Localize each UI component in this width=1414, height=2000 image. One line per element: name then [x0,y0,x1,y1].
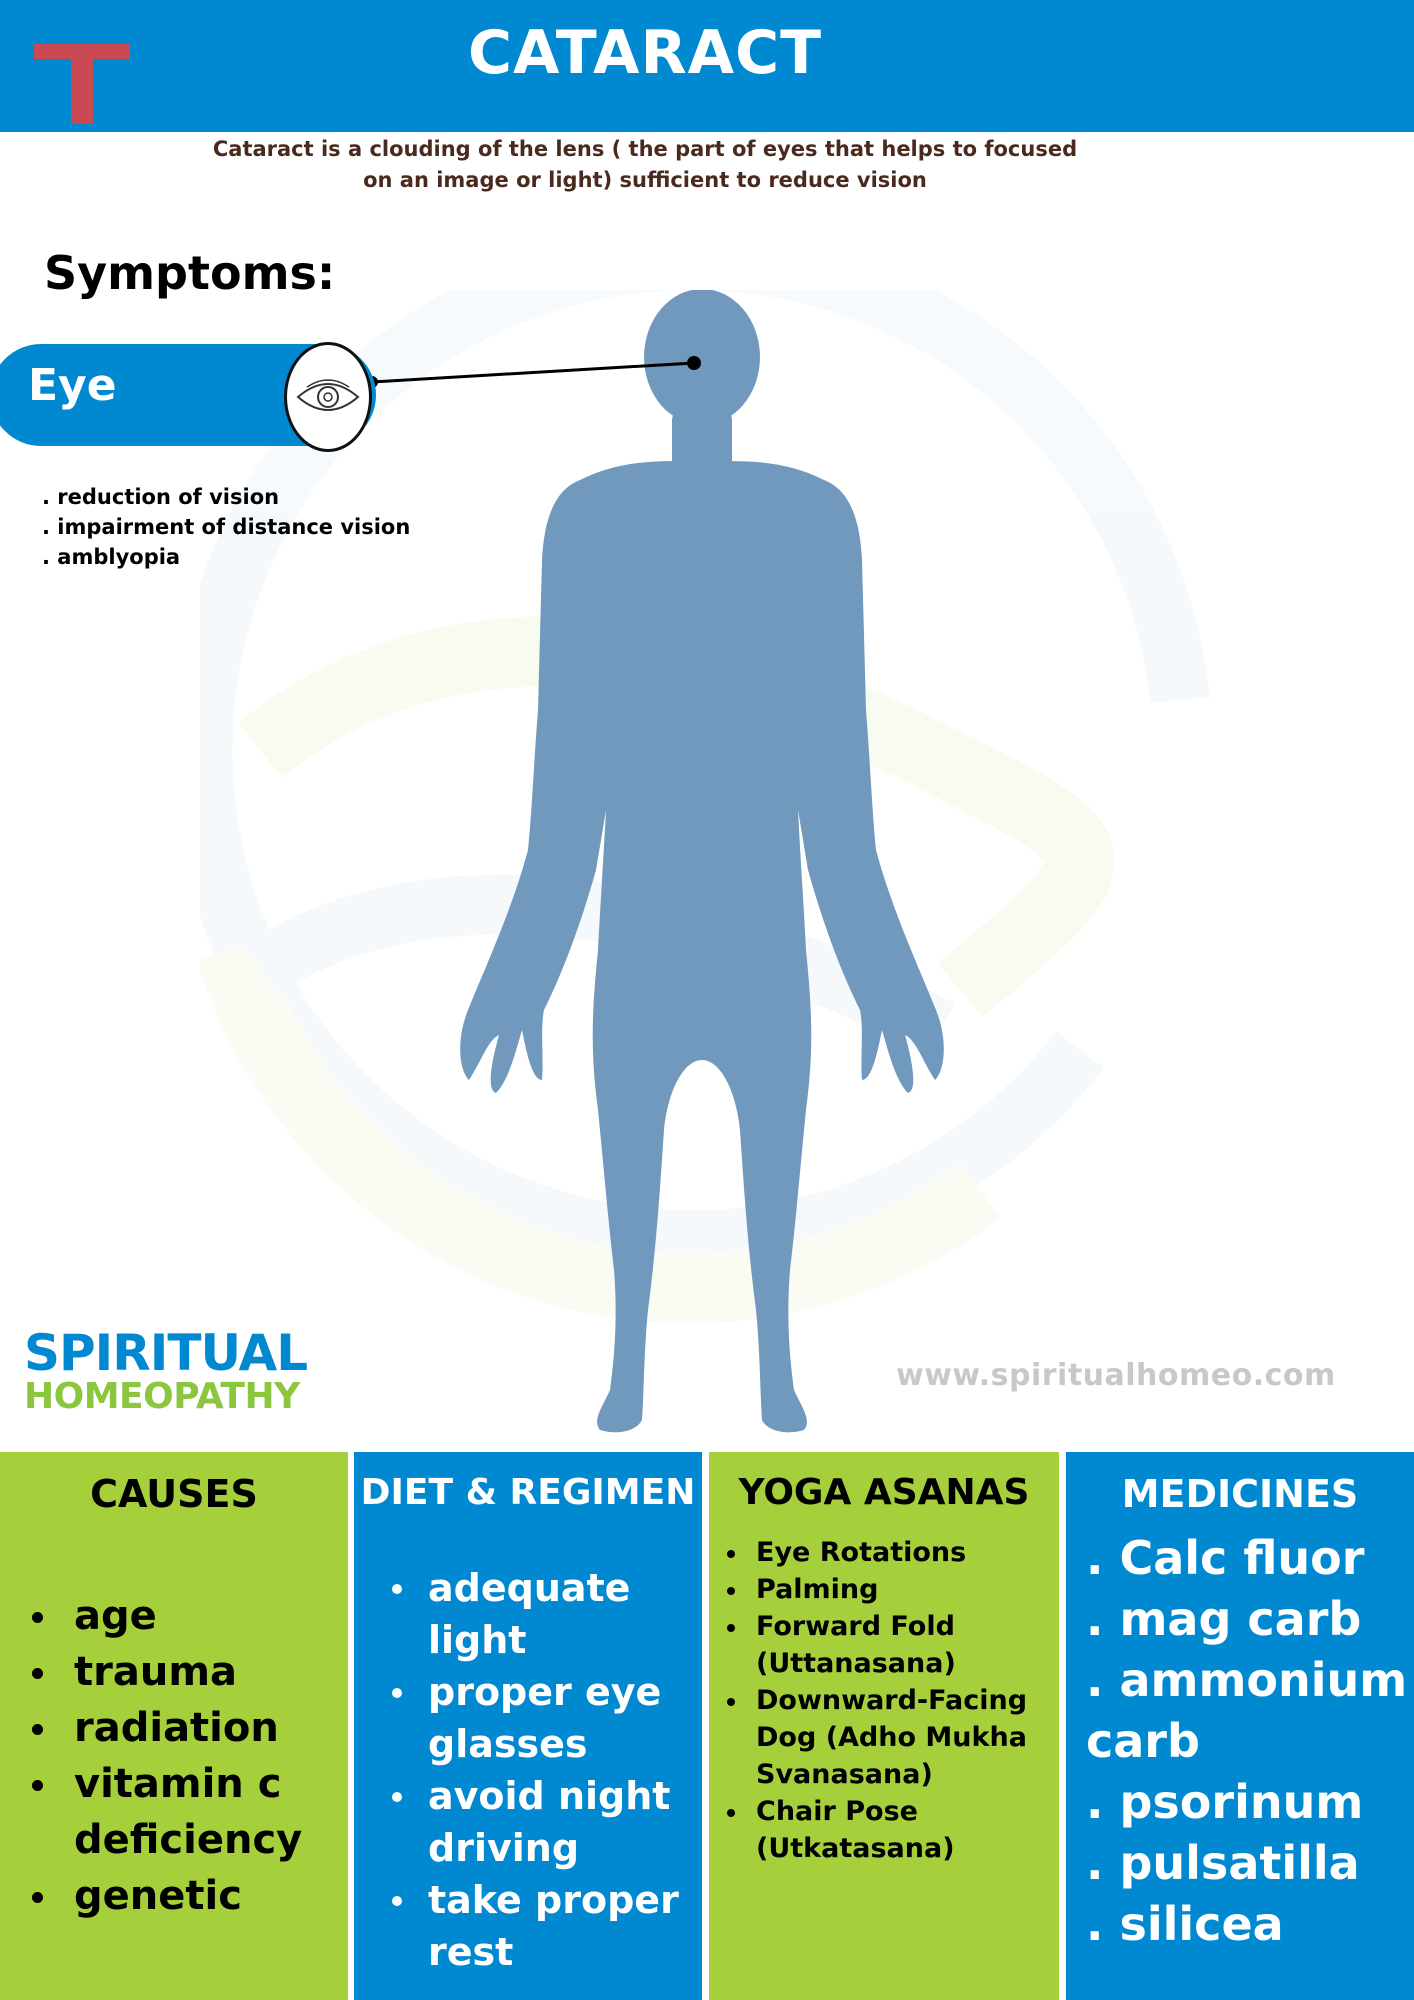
yoga-text: Eye Rotations [756,1537,967,1568]
list-item: . psorinum [1086,1775,1364,1829]
symptom-item: . amblyopia [42,545,181,569]
list-item: avoid night driving [374,1770,694,1874]
causes-list: age trauma radiation vitamin c deficienc… [32,1588,342,1924]
list-item: trauma [32,1644,342,1700]
list-item: . Calc fluor [1086,1531,1365,1585]
bullet-icon [392,1584,402,1594]
diet-text: take proper rest [428,1878,679,1974]
brand-name-line1: SPIRITUAL [24,1324,308,1382]
yoga-text: Downward-Facing Dog (Adho Mukha Svanasan… [756,1685,1028,1790]
website-url: www.spiritualhomeo.com [896,1358,1336,1393]
medicines-panel: MEDICINES . Calc fluor . mag carb . ammo… [1066,1452,1414,2000]
causes-title: CAUSES [90,1472,258,1516]
bullet-icon [392,1896,402,1906]
list-item: adequate light [374,1562,694,1666]
cause-text: trauma [74,1649,237,1695]
cause-text: genetic [74,1873,242,1919]
header-banner: CATARACT [0,0,1414,132]
list-item: vitamin c deficiency [32,1756,342,1868]
eye-icon [284,342,372,452]
list-item: age [32,1588,342,1644]
list-item: proper eye glasses [374,1666,694,1770]
yoga-title: YOGA ASANAS [738,1472,1030,1513]
human-body-figure [200,290,1210,1433]
list-item: . ammonium carb [1086,1653,1408,1768]
bullet-icon [727,1587,735,1595]
list-item: . pulsatilla [1086,1836,1360,1890]
medicines-title: MEDICINES [1121,1472,1359,1516]
cause-text: age [74,1593,157,1639]
watermark-logo-icon [200,290,1210,1324]
diet-text: proper eye glasses [428,1670,662,1766]
yoga-text: Palming [756,1574,879,1605]
symptom-item: . impairment of distance vision [42,515,411,539]
yoga-text: Chair Pose (Utkatasana) [756,1796,955,1864]
bullet-icon [32,1780,43,1791]
diet-title: DIET & REGIMEN [360,1472,696,1513]
yoga-text: Forward Fold (Uttanasana) [756,1611,956,1679]
page-title: CATARACT [467,18,823,88]
list-item: radiation [32,1700,342,1756]
bullet-icon [32,1892,43,1903]
symptoms-heading: Symptoms: [44,246,336,300]
causes-panel: CAUSES age trauma radiation vitamin c de… [0,1452,348,2000]
diet-text: avoid night driving [428,1774,671,1870]
bullet-icon [727,1550,735,1558]
logo-t-icon [34,44,130,124]
yoga-asanas-panel: YOGA ASANAS Eye Rotations Palming Forwar… [709,1452,1059,2000]
intro-text: Cataract is a clouding of the lens ( the… [212,137,1078,192]
bullet-icon [727,1809,735,1817]
list-item: genetic [32,1868,342,1924]
diet-list: adequate light proper eye glasses avoid … [374,1562,694,1978]
bullet-icon [727,1624,735,1632]
list-item: Chair Pose (Utkatasana) [725,1793,1055,1867]
bullet-icon [32,1724,43,1735]
bullet-icon [32,1668,43,1679]
list-item: . mag carb [1086,1592,1362,1646]
list-item: take proper rest [374,1874,694,1978]
list-item: . silicea [1086,1897,1284,1951]
bullet-icon [392,1688,402,1698]
list-item: Eye Rotations [725,1534,1055,1571]
symptom-list: . reduction of vision . impairment of di… [42,482,410,572]
bullet-icon [32,1612,43,1623]
medicines-list: . Calc fluor . mag carb . ammonium carb … [1086,1528,1411,1955]
bullet-icon [392,1792,402,1802]
bullet-icon [727,1698,735,1706]
list-item: Forward Fold (Uttanasana) [725,1608,1055,1682]
eye-region-label: Eye [28,360,117,411]
yoga-list: Eye Rotations Palming Forward Fold (Utta… [725,1534,1055,1867]
symptom-item: . reduction of vision [42,485,280,509]
diet-text: adequate light [428,1566,631,1662]
cause-text: vitamin c deficiency [74,1761,303,1863]
cause-text: radiation [74,1705,279,1751]
list-item: Downward-Facing Dog (Adho Mukha Svanasan… [725,1682,1055,1793]
list-item: Palming [725,1571,1055,1608]
brand-name-line2: HOMEOPATHY [24,1376,300,1417]
diet-regimen-panel: DIET & REGIMEN adequate light proper eye… [354,1452,702,2000]
